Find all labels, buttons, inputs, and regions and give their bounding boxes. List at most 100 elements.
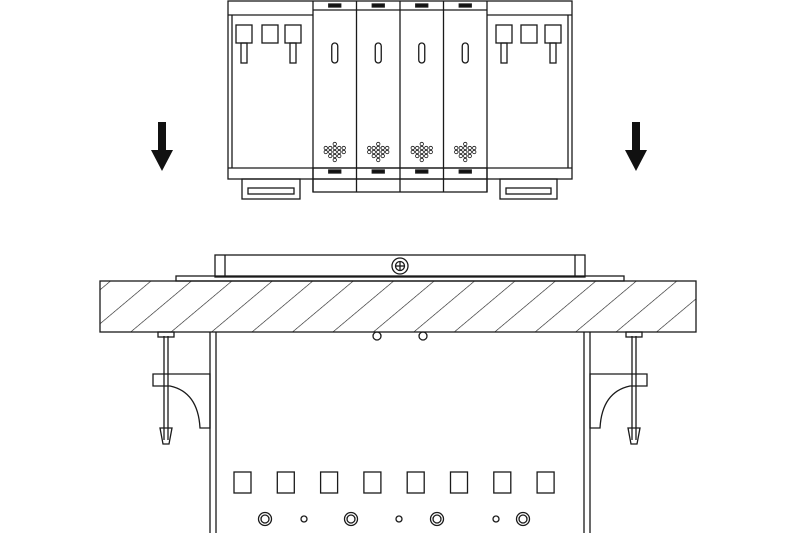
- vent-icon: [367, 141, 390, 163]
- terminal-lever: [240, 42, 248, 64]
- round-hole-large: [257, 511, 273, 527]
- vent-hole: [332, 141, 337, 147]
- vent-hole: [376, 153, 381, 159]
- vent-hole: [376, 157, 381, 163]
- vent-hole: [458, 153, 463, 159]
- clamp-bracket-left: [152, 331, 211, 445]
- terminal-lever: [289, 42, 297, 64]
- vent-hole: [376, 149, 381, 155]
- vent-hole: [367, 145, 372, 151]
- module-latch: [415, 169, 429, 174]
- led-indicator: [374, 42, 382, 64]
- square-hole: [449, 471, 469, 494]
- round-hole-small: [395, 515, 403, 523]
- round-hole-small: [492, 515, 500, 523]
- vent-hole: [380, 149, 385, 155]
- led-indicator: [418, 42, 426, 64]
- vent-hole: [385, 145, 390, 151]
- led-indicator: [331, 42, 339, 64]
- round-hole-inner: [260, 514, 270, 524]
- round-hole-inner: [518, 514, 528, 524]
- round-hole-large: [343, 511, 359, 527]
- vent-hole: [332, 145, 337, 151]
- round-hole-inner: [346, 514, 356, 524]
- round-hole-small: [300, 515, 308, 523]
- module-latch: [415, 3, 429, 8]
- vent-hole: [424, 145, 429, 151]
- vent-hole: [415, 149, 420, 155]
- vent-hole: [424, 153, 429, 159]
- vent-hole: [458, 145, 463, 151]
- enclosure-box: [209, 331, 591, 533]
- vent-hole: [380, 145, 385, 151]
- vent-hole: [341, 149, 346, 155]
- vent-hole: [376, 141, 381, 147]
- vent-hole: [410, 145, 415, 151]
- vent-hole: [332, 153, 337, 159]
- vent-hole: [419, 153, 424, 159]
- round-hole-large: [515, 511, 531, 527]
- terminal-lever: [549, 42, 557, 64]
- vent-icon: [410, 141, 433, 163]
- vent-hole: [367, 149, 372, 155]
- square-hole: [233, 471, 252, 494]
- vent-hole: [424, 149, 429, 155]
- square-hole: [406, 471, 425, 494]
- square-hole: [276, 471, 295, 494]
- vent-hole: [467, 145, 472, 151]
- vent-hole: [467, 153, 472, 159]
- vent-hole: [380, 153, 385, 159]
- terminal-block: [235, 24, 253, 44]
- vent-hole: [419, 157, 424, 163]
- vent-hole: [419, 141, 424, 147]
- foot-right: [499, 178, 558, 200]
- vent-hole: [323, 149, 328, 155]
- vent-hole: [463, 145, 468, 151]
- vent-hole: [419, 149, 424, 155]
- terminal-block: [261, 24, 279, 44]
- terminal-block: [544, 24, 562, 44]
- vent-hole: [337, 149, 342, 155]
- vent-hole: [328, 153, 333, 159]
- arrow-down-icon: [625, 122, 647, 171]
- vent-hole: [458, 149, 463, 155]
- module-latch: [328, 3, 342, 8]
- module-latch: [458, 3, 472, 8]
- vent-hole: [410, 149, 415, 155]
- vent-hole: [415, 153, 420, 159]
- vent-icon: [454, 141, 477, 163]
- square-hole: [536, 471, 555, 494]
- vent-hole: [371, 145, 376, 151]
- arrow-down-icon: [151, 122, 173, 171]
- vent-hole: [415, 145, 420, 151]
- vent-hole: [385, 149, 390, 155]
- terminal-block: [520, 24, 538, 44]
- square-hole: [493, 471, 512, 494]
- vent-hole: [467, 149, 472, 155]
- vent-hole: [337, 153, 342, 159]
- vent-hole: [454, 149, 459, 155]
- vent-hole: [419, 145, 424, 151]
- device-assembly: [227, 0, 573, 200]
- vent-hole: [332, 149, 337, 155]
- vent-hole: [371, 153, 376, 159]
- terminal-lever: [500, 42, 508, 64]
- vent-hole: [472, 149, 477, 155]
- vent-hole: [463, 149, 468, 155]
- terminal-block: [284, 24, 302, 44]
- module-latch: [458, 169, 472, 174]
- round-hole-inner: [432, 514, 442, 524]
- square-hole: [363, 471, 382, 494]
- vent-hole: [463, 157, 468, 163]
- round-hole-large: [429, 511, 445, 527]
- vent-hole: [371, 149, 376, 155]
- vent-hole: [332, 157, 337, 163]
- module-latch: [328, 169, 342, 174]
- vent-hole: [454, 145, 459, 151]
- vent-hole: [472, 145, 477, 151]
- led-indicator: [461, 42, 469, 64]
- vent-hole: [323, 145, 328, 151]
- vent-hole: [463, 141, 468, 147]
- foot-left: [241, 178, 301, 200]
